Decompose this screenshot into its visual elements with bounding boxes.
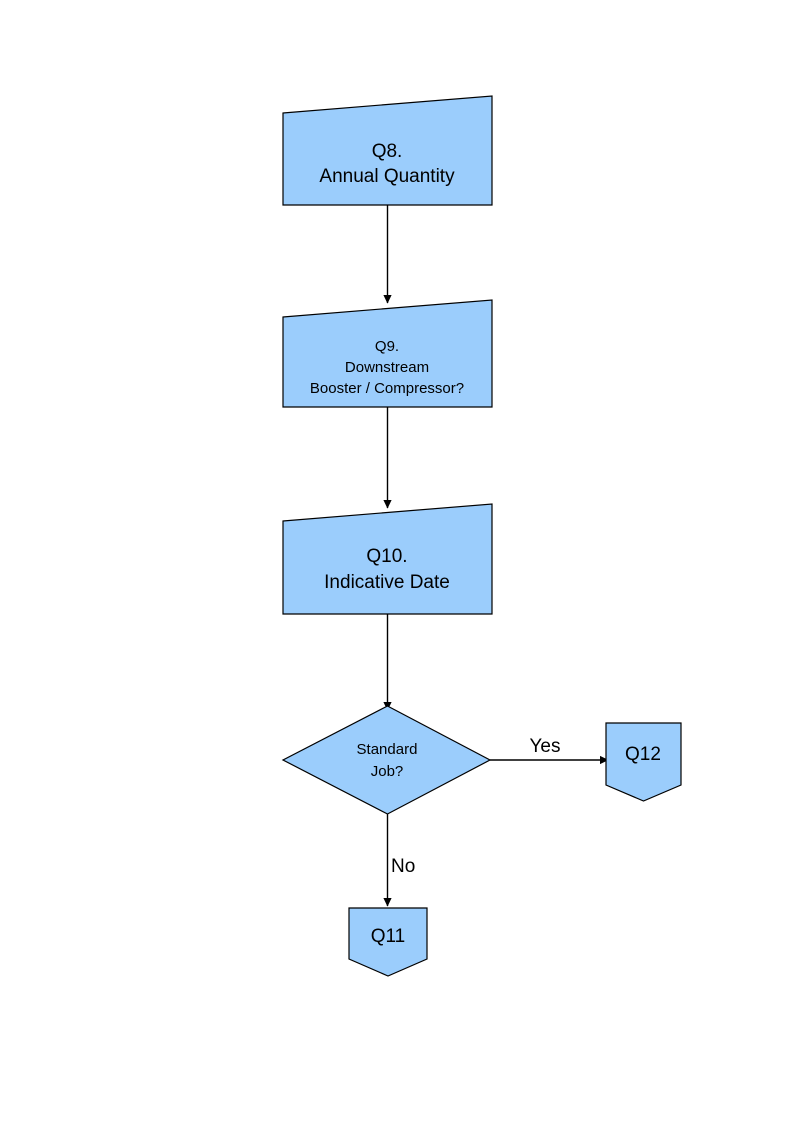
node-q9-line1: Q9. [375,338,399,355]
edge-label-yes: Yes [530,736,561,757]
node-q10[interactable]: Q10. Indicative Date [282,503,493,615]
node-q12-label: Q12 [625,744,661,765]
node-q8-line1: Q8. [372,141,403,162]
node-q9[interactable]: Q9. Downstream Booster / Compressor? [282,299,493,408]
node-q8[interactable]: Q8. Annual Quantity [282,95,493,206]
node-decision-shape[interactable] [281,705,492,815]
node-q12-shape[interactable] [605,722,682,802]
node-decision-standard-job[interactable]: Standard Job? [281,705,492,815]
node-q12[interactable]: Q12 [605,722,682,802]
edge-decision-to-q11: No [383,814,415,907]
node-q11-shape[interactable] [348,907,428,977]
node-q9-line3: Booster / Compressor? [310,380,464,397]
node-decision-line1: Standard [357,741,418,758]
node-q8-shape[interactable] [282,95,493,206]
node-q11-label: Q11 [371,926,406,947]
node-q8-line2: Annual Quantity [319,166,455,187]
node-q10-line2: Indicative Date [324,572,450,593]
node-q9-line2: Downstream [345,359,429,376]
node-q9-shape[interactable] [282,299,493,408]
node-decision-line2: Job? [371,763,404,780]
node-q11[interactable]: Q11 [348,907,428,977]
node-q10-shape[interactable] [282,503,493,615]
node-q10-line1: Q10. [366,546,407,567]
edge-decision-to-q12: Yes [490,736,609,765]
edge-label-no: No [391,856,415,877]
